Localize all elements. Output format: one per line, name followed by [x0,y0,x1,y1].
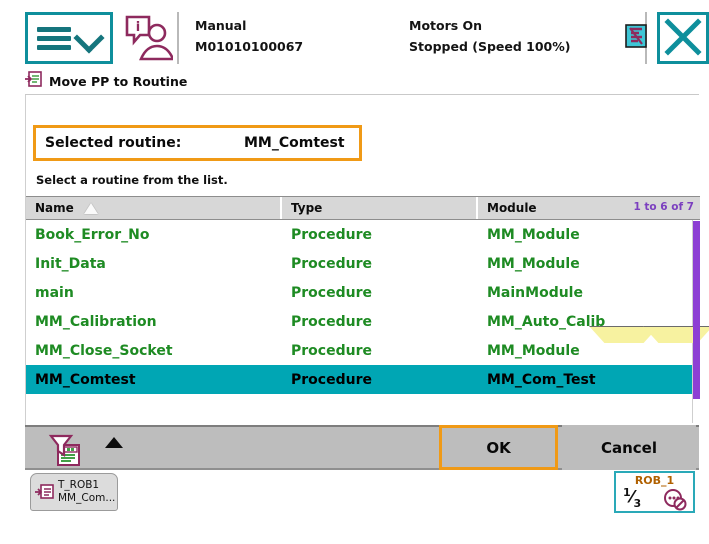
svg-text:i: i [136,20,140,35]
table-row[interactable]: MM_Calibration Procedure MM_Auto_Calib [26,307,692,336]
cell-name: main [35,284,74,301]
quickset-menu-icon[interactable] [662,487,688,511]
quickset-mechunit-label: ROB_1 [634,474,675,487]
table-row[interactable]: MM_Comtest Procedure MM_Com_Test [26,365,692,394]
taskbar-line-1: T_ROB1 [58,479,100,491]
page-title: Move PP to Routine [49,73,188,89]
close-x-icon [664,18,702,56]
cell-module: MainModule [487,284,583,301]
cell-type: Procedure [291,313,372,330]
routine-table: Name Type Module 1 to 6 of 7 Book_Error_… [26,196,709,424]
cell-module: MM_Module [487,226,580,243]
table-header-row: Name Type Module 1 to 6 of 7 [26,196,700,220]
cell-type: Procedure [291,342,372,359]
cell-name: Init_Data [35,255,106,272]
column-header-type[interactable]: Type [282,197,478,219]
taskbar-item-label: T_ROB1 MM_Com... [58,479,115,505]
ok-button[interactable]: OK [439,425,558,470]
status-exec-block: Motors On Stopped (Speed 100%) [409,15,571,57]
status-execution: Stopped (Speed 100%) [409,39,571,54]
cell-type: Procedure [291,255,372,272]
taskbar-line-2: MM_Com... [58,492,116,504]
close-window-button[interactable] [657,12,709,64]
cell-name: MM_Close_Socket [35,342,173,359]
quickset-numerator: 1 [623,486,631,499]
task-program-icon [35,481,55,503]
instruction-text: Select a routine from the list. [36,173,228,187]
selected-routine-label: Selected routine: [45,135,182,151]
cell-module: MM_Module [487,255,580,272]
column-header-type-label: Type [291,201,323,215]
table-row[interactable]: main Procedure MainModule [26,278,692,307]
operator-info-icon[interactable]: i [121,14,175,62]
table-row[interactable]: MM_Close_Socket Procedure MM_Module [26,326,709,365]
cell-module: MM_Com_Test [487,371,596,388]
move-pp-icon [25,70,43,92]
main-menu-button[interactable] [25,12,113,64]
status-mode-block: Manual M01010100067 [195,15,303,57]
dialog-action-bar: OK Cancel [25,425,699,470]
cell-type: Procedure [291,371,372,388]
cell-name: Book_Error_No [35,226,150,243]
table-body: Book_Error_No Procedure MM_Module Init_D… [26,220,709,423]
cancel-button[interactable]: Cancel [562,425,696,470]
chevron-down-icon [75,25,101,51]
cell-type: Procedure [291,226,372,243]
vertical-scrollbar[interactable] [693,221,700,399]
cell-name: MM_Comtest [35,371,136,388]
cell-name: MM_Calibration [35,313,157,330]
collapse-up-arrow-icon[interactable] [105,437,123,448]
filter-icon[interactable] [47,432,83,468]
bottom-taskbar: T_ROB1 MM_Com... ROB_1 1⁄3 [25,470,699,514]
window-title-bar: Move PP to Routine [25,68,699,95]
cell-module: MM_Auto_Calib [487,313,606,330]
status-motors: Motors On [409,18,483,33]
quickset-increment-fraction: 1⁄3 [623,486,642,511]
program-task-icon[interactable] [625,24,647,48]
column-header-module[interactable]: Module 1 to 6 of 7 [478,197,700,219]
cell-module: MM_Module [487,342,580,359]
column-header-name-label: Name [35,201,74,215]
quickset-denominator: 3 [633,497,642,511]
table-row[interactable]: Book_Error_No Procedure MM_Module [26,220,692,249]
status-controller-id: M01010100067 [195,39,304,54]
table-row[interactable]: Init_Data Procedure MM_Module [26,249,692,278]
quickset-panel[interactable]: ROB_1 1⁄3 [614,471,695,513]
pagination-indicator: 1 to 6 of 7 [633,201,694,213]
selected-routine-value: MM_Comtest [244,135,345,151]
selected-routine-box[interactable]: Selected routine: MM_Comtest [33,125,362,161]
status-fields: Manual M01010100067 Motors On Stopped (S… [177,12,647,64]
taskbar-item-t-rob1[interactable]: T_ROB1 MM_Com... [30,473,118,511]
dialog-content: Selected routine: MM_Comtest Select a ro… [25,95,709,425]
sort-ascending-icon [83,202,98,214]
status-mode: Manual [195,18,247,33]
cell-type: Procedure [291,284,372,301]
column-header-name[interactable]: Name [26,197,282,219]
hamburger-menu-icon [37,23,71,54]
column-header-module-label: Module [487,201,537,215]
top-status-bar: i Manual M01010100067 Motors On Stopped … [25,10,709,66]
